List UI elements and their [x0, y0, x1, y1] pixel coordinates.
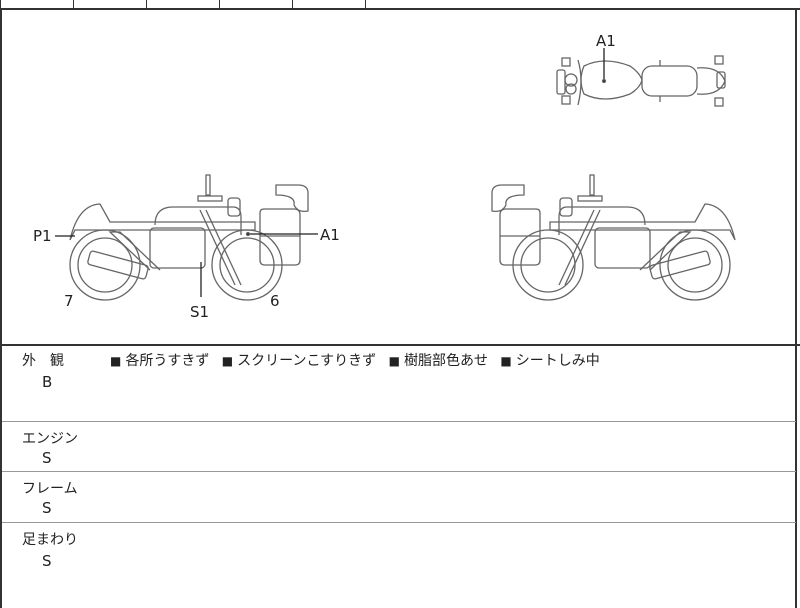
motorcycle-damage-diagram: A1 P1 A1 S1 7 6: [0, 10, 800, 346]
damage-label-a1-side: A1: [320, 226, 340, 244]
section-title: フレーム: [22, 481, 78, 497]
section-title: エンジン: [22, 431, 78, 447]
section-grade: S: [42, 499, 52, 517]
motorcycle-illustration-icon: [55, 48, 736, 301]
header-cell: [219, 0, 220, 8]
bullet-square-icon: ■: [388, 354, 400, 368]
section-engine: エンジン S: [2, 422, 796, 472]
header-cell: [365, 0, 366, 8]
header-cell: [73, 0, 74, 8]
damage-label-7: 7: [64, 292, 74, 310]
damage-label-s1: S1: [190, 303, 210, 321]
exterior-notes: ■各所うすきず ■スクリーンこすりきず ■樹脂部色あせ ■シートしみ中: [110, 350, 608, 370]
section-title: 外 観: [22, 353, 64, 369]
top-view-motorcycle-icon: [556, 48, 726, 107]
section-frame: フレーム S: [2, 472, 796, 523]
section-grade: S: [42, 449, 52, 467]
damage-label-a1-top: A1: [596, 32, 616, 50]
header-cell: [146, 0, 147, 8]
bullet-square-icon: ■: [110, 354, 122, 368]
sheet-frame: [0, 8, 797, 608]
section-exterior: 外 観 ■各所うすきず ■スクリーンこすりきず ■樹脂部色あせ ■シートしみ中 …: [2, 344, 796, 422]
section-grade: B: [42, 373, 53, 391]
damage-label-p1: P1: [33, 227, 52, 245]
section-grade: S: [42, 552, 52, 570]
bullet-square-icon: ■: [221, 354, 234, 368]
right-view-motorcycle-icon: [491, 174, 736, 301]
note-item: 樹脂部色あせ: [403, 353, 488, 369]
note-item: 各所うすきず: [125, 353, 210, 369]
note-item: スクリーンこすりきず: [237, 353, 377, 369]
note-item: シートしみ中: [515, 353, 600, 369]
header-cell: [0, 0, 1, 8]
header-table-row: [0, 0, 800, 10]
header-cell: [292, 0, 293, 8]
left-view-motorcycle-icon: [55, 174, 318, 301]
damage-label-6: 6: [270, 292, 280, 310]
section-title: 足まわり: [22, 532, 78, 548]
bullet-square-icon: ■: [500, 354, 512, 368]
section-suspension: 足まわり S: [2, 523, 796, 603]
